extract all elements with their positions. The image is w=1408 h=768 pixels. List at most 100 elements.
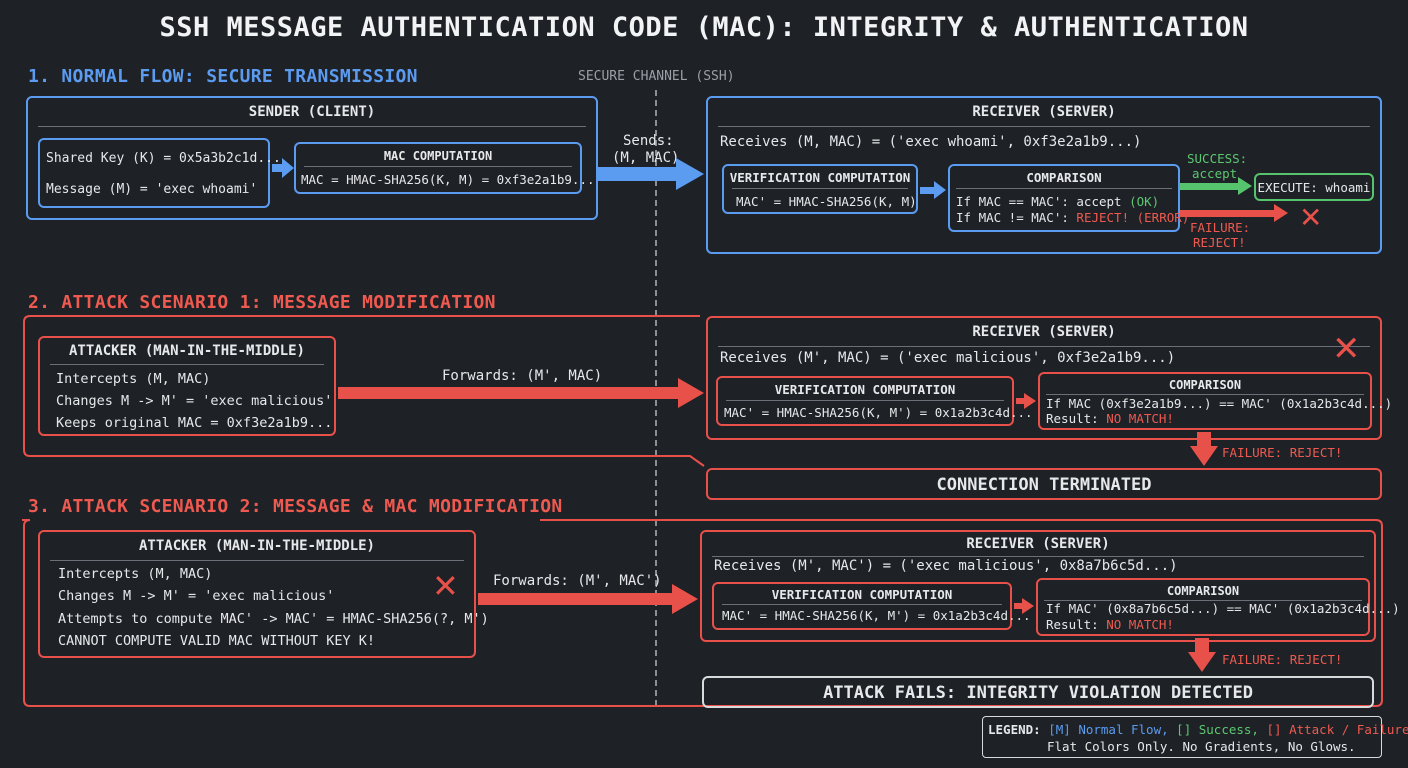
compare1-reject-text: REJECT! (ERROR) bbox=[1076, 210, 1190, 225]
outcome3-box: ATTACK FAILS: INTEGRITY VIOLATION DETECT… bbox=[702, 676, 1374, 708]
attacker2-line-2: Attempts to compute MAC' -> MAC' = HMAC-… bbox=[58, 611, 489, 627]
compare1-line1: If MAC == MAC': accept (OK) bbox=[956, 194, 1159, 209]
execute-label: EXECUTE: whoami bbox=[1257, 180, 1371, 195]
verify1-line: MAC' = HMAC-SHA256(K, M) bbox=[736, 194, 917, 209]
legend-note: Flat Colors Only. No Gradients, No Glows… bbox=[1047, 739, 1356, 754]
legend-line1: LEGEND: [M] Normal Flow, [] Success, [] … bbox=[988, 722, 1408, 737]
receiver1-rule bbox=[718, 126, 1370, 127]
sender-key-box: Shared Key (K) = 0x5a3b2c1d... Message (… bbox=[38, 138, 281, 208]
section2-title: 2. ATTACK SCENARIO 1: MESSAGE MODIFICATI… bbox=[28, 292, 496, 313]
verify1-rule bbox=[732, 188, 908, 189]
execute-box: EXECUTE: whoami bbox=[1254, 173, 1374, 201]
success-label-2: accept bbox=[1192, 166, 1238, 181]
receiver1-box: RECEIVER (SERVER) Receives (M, MAC) = ('… bbox=[706, 96, 1382, 254]
sender-box: SENDER (CLIENT) bbox=[26, 96, 598, 220]
arrow-forwards2 bbox=[478, 584, 698, 614]
arrow-forwards1 bbox=[338, 378, 704, 408]
message-text: Message (M) = 'exec whoami' bbox=[46, 182, 258, 197]
failure1-label-1: FAILURE: bbox=[1190, 220, 1251, 235]
receiver2-title: RECEIVER (SERVER) bbox=[972, 324, 1116, 340]
outcome3-label: ATTACK FAILS: INTEGRITY VIOLATION DETECT… bbox=[823, 683, 1253, 703]
attacker1-title: ATTACKER (MAN-IN-THE-MIDDLE) bbox=[68, 343, 305, 359]
compare1-box: COMPARISON If MAC == MAC': accept (OK) I… bbox=[948, 164, 1189, 232]
failure3-label: FAILURE: REJECT! bbox=[1222, 652, 1343, 667]
compare3-box: COMPARISON If MAC' (0x8a7b6c5d...) == MA… bbox=[1036, 578, 1400, 636]
arrow-verify2-to-compare2 bbox=[1016, 393, 1036, 409]
arrow-success bbox=[1180, 177, 1252, 195]
verify3-box: VERIFICATION COMPUTATION MAC' = HMAC-SHA… bbox=[712, 582, 1031, 630]
compare2-result-prefix: Result: bbox=[1046, 411, 1107, 426]
verify3-line: MAC' = HMAC-SHA256(K, M') = 0x1a2b3c4d..… bbox=[722, 608, 1031, 623]
compare3-title: COMPARISON bbox=[1166, 584, 1240, 598]
compare1-ok-text: (OK) bbox=[1129, 194, 1160, 209]
verify1-box: VERIFICATION COMPUTATION MAC' = HMAC-SHA… bbox=[722, 164, 918, 214]
reject2-x-icon: ✕ bbox=[1332, 329, 1361, 369]
page-title: SSH MESSAGE AUTHENTICATION CODE (MAC): I… bbox=[159, 12, 1249, 43]
compare1-rule bbox=[956, 188, 1172, 189]
legend-normal: [M] Normal Flow, bbox=[1048, 722, 1169, 737]
attacker2-box: ATTACKER (MAN-IN-THE-MIDDLE) Intercepts … bbox=[38, 530, 489, 658]
compare2-result: Result: NO MATCH! bbox=[1046, 411, 1174, 426]
attacker2-line-1: Changes M -> M' = 'exec malicious' bbox=[58, 588, 335, 604]
receiver1-title: RECEIVER (SERVER) bbox=[972, 104, 1116, 120]
failure1-label-2: REJECT! bbox=[1193, 235, 1246, 250]
compare3-result-value: NO MATCH! bbox=[1106, 617, 1174, 632]
success-label-1: SUCCESS: bbox=[1187, 151, 1248, 166]
outcome2-label: CONNECTION TERMINATED bbox=[936, 475, 1152, 495]
verify3-title: VERIFICATION COMPUTATION bbox=[771, 587, 953, 602]
attacker1-line-0: Intercepts (M, MAC) bbox=[56, 371, 211, 387]
compare3-result: Result: NO MATCH! bbox=[1046, 617, 1174, 632]
arrow-failure2-down bbox=[1190, 432, 1218, 466]
verify3-rule bbox=[722, 604, 1002, 605]
sends-label-1: Sends: bbox=[623, 133, 674, 149]
attacker2-rule bbox=[50, 560, 464, 561]
sender-rule bbox=[38, 126, 586, 127]
arrow-verify3-to-compare3 bbox=[1014, 598, 1034, 614]
attacker1-box: ATTACKER (MAN-IN-THE-MIDDLE) Intercepts … bbox=[38, 336, 336, 436]
receiver2-receives: Receives (M', MAC) = ('exec malicious', … bbox=[720, 350, 1176, 366]
verify2-line: MAC' = HMAC-SHA256(K, M') = 0x1a2b3c4d..… bbox=[724, 405, 1033, 420]
verify2-box: VERIFICATION COMPUTATION MAC' = HMAC-SHA… bbox=[716, 376, 1033, 426]
legend-success: [] Success, bbox=[1176, 722, 1259, 737]
attacker2-title: ATTACKER (MAN-IN-THE-MIDDLE) bbox=[138, 538, 375, 554]
receiver2-rule bbox=[718, 346, 1370, 347]
legend-attack: [] Attack / Failure. bbox=[1266, 722, 1408, 737]
sender-title: SENDER (CLIENT) bbox=[248, 104, 376, 120]
shared-key-text: Shared Key (K) = 0x5a3b2c1d... bbox=[46, 151, 281, 166]
forwards2-label: Forwards: (M', MAC') bbox=[493, 573, 662, 589]
attacker1-line-2: Keeps original MAC = 0xf3e2a1b9... bbox=[56, 415, 333, 431]
section1-title: 1. NORMAL FLOW: SECURE TRANSMISSION bbox=[28, 66, 418, 87]
compare1-title: COMPARISON bbox=[1026, 170, 1102, 185]
channel-label: SECURE CHANNEL (SSH) bbox=[578, 69, 735, 84]
compare3-rule bbox=[1044, 600, 1362, 601]
mac-computation-box: MAC COMPUTATION MAC = HMAC-SHA256(K, M) … bbox=[294, 142, 595, 194]
verify1-title: VERIFICATION COMPUTATION bbox=[729, 170, 911, 185]
compare3-line: If MAC' (0x8a7b6c5d...) == MAC' (0x1a2b3… bbox=[1046, 601, 1400, 616]
failure2-label: FAILURE: REJECT! bbox=[1222, 445, 1343, 460]
receiver3-receives: Receives (M', MAC') = ('exec malicious',… bbox=[714, 558, 1178, 574]
attacker2-line-3: CANNOT COMPUTE VALID MAC WITHOUT KEY K! bbox=[58, 633, 375, 649]
arrow-key-to-mac bbox=[272, 158, 294, 178]
legend-prefix: LEGEND: bbox=[988, 722, 1041, 737]
mac-computation-line: MAC = HMAC-SHA256(K, M) = 0xf3e2a1b9... bbox=[301, 172, 595, 187]
arrow-failure1 bbox=[1180, 204, 1288, 222]
receiver1-receives: Receives (M, MAC) = ('exec whoami', 0xf3… bbox=[720, 134, 1142, 150]
verify2-rule bbox=[726, 400, 1004, 401]
compare2-box: COMPARISON If MAC (0xf3e2a1b9...) == MAC… bbox=[1038, 372, 1392, 430]
forwards1-label: Forwards: (M', MAC) bbox=[442, 368, 603, 384]
compare2-result-value: NO MATCH! bbox=[1106, 411, 1174, 426]
compare1-reject-prefix: If MAC != MAC': bbox=[956, 210, 1077, 225]
attacker1-rule bbox=[50, 364, 324, 365]
receiver3-rule bbox=[712, 556, 1364, 557]
attacker2-x-icon: ✕ bbox=[432, 567, 459, 605]
compare3-result-prefix: Result: bbox=[1046, 617, 1107, 632]
attacker2-line-0: Intercepts (M, MAC) bbox=[58, 566, 213, 582]
outcome2-box: CONNECTION TERMINATED bbox=[706, 468, 1382, 500]
legend-box: LEGEND: [M] Normal Flow, [] Success, [] … bbox=[982, 716, 1408, 758]
mac-computation-title: MAC COMPUTATION bbox=[383, 149, 493, 163]
compare1-line2: If MAC != MAC': REJECT! (ERROR) bbox=[956, 210, 1189, 225]
compare2-title: COMPARISON bbox=[1168, 378, 1242, 392]
mac-computation-rule bbox=[304, 166, 572, 167]
